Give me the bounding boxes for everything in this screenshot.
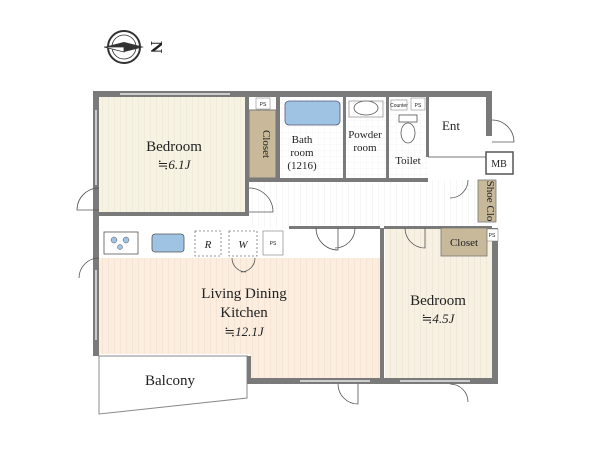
compass-north-label: N: [147, 41, 166, 54]
bath-label-2: room: [290, 147, 314, 159]
closet-main-label: Closet: [260, 130, 272, 158]
shoe-closet-label: Shoe Clo: [484, 181, 496, 222]
washer-space: [228, 230, 258, 257]
entrance-floor: [428, 97, 486, 180]
washer-label: W: [238, 239, 248, 251]
bedroom-main-name: Bedroom: [146, 139, 202, 155]
mb-label: MB: [491, 159, 507, 170]
bedroom-main-floor: [99, 97, 249, 214]
toilet-counter-label: Counter: [390, 103, 408, 109]
powder-label-2: room: [353, 142, 377, 154]
toilet-bowl: [400, 122, 416, 144]
ps-label-3: PS: [270, 241, 277, 247]
kitchen-sink: [151, 233, 185, 253]
balcony-floor: [98, 355, 248, 415]
compass: N: [103, 30, 166, 64]
toilet-label: Toilet: [395, 155, 421, 167]
ldk-size: ≒12.1J: [224, 324, 265, 339]
fridge-label: R: [204, 239, 212, 251]
closet-second-label: Closet: [450, 237, 478, 249]
windows: [95, 93, 470, 382]
kitchen-fixtures: [103, 228, 499, 257]
bath-label-3: (1216): [287, 160, 317, 172]
bedroom-second-size: ≒4.5J: [422, 311, 456, 326]
closet-second-box: [440, 227, 488, 257]
stove: [103, 231, 139, 255]
room-labels: Bedroom ≒6.1J Closet Bath room (1216) Po…: [145, 102, 507, 389]
ps-label-2: PS: [415, 103, 422, 109]
shoe-closet-box: [477, 179, 497, 223]
ldk-label-2: Kitchen: [220, 305, 268, 321]
bedroom-main-size: ≒6.1J: [158, 157, 192, 172]
bathtub: [284, 100, 341, 126]
bath-label-1: Bath: [292, 134, 313, 146]
washbasin: [353, 100, 379, 116]
bedroom-second-name: Bedroom: [410, 293, 466, 309]
powder-label-1: Powder: [348, 129, 382, 141]
ps-label-4: PS: [489, 233, 496, 239]
balcony-label: Balcony: [145, 373, 195, 389]
closet-main-floor: [248, 109, 277, 179]
fridge-space: [194, 230, 222, 257]
mb-box: [485, 151, 514, 175]
entrance-label: Ent: [442, 118, 460, 133]
bath-fixtures: [255, 97, 426, 144]
corridor-floor: [249, 180, 480, 228]
ldk-label-1: Living Dining: [201, 286, 287, 302]
toilet-tank: [398, 114, 418, 123]
door-swings: [76, 119, 515, 405]
ldk-floor: [99, 258, 382, 354]
walls: [93, 91, 498, 384]
ps-label-1: PS: [260, 102, 267, 108]
